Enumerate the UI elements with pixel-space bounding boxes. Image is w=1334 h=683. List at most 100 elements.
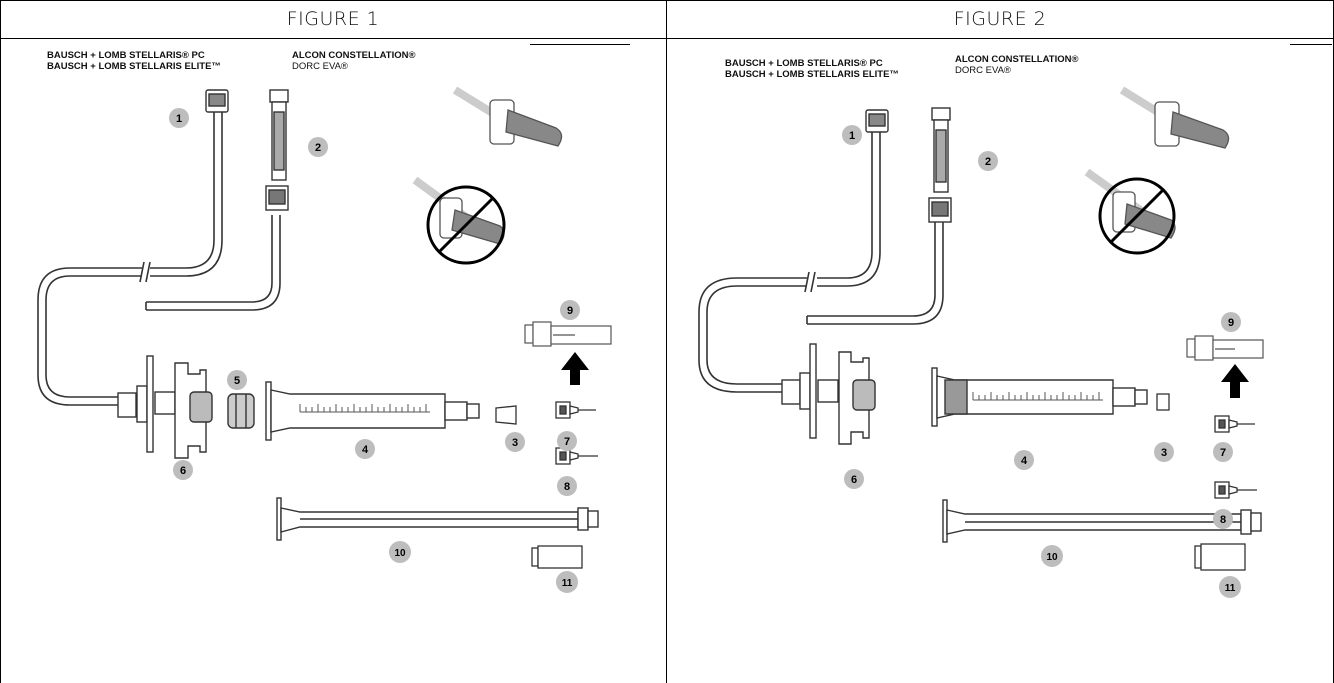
callout-2-label: 2: [315, 142, 321, 154]
callout-6-label: 6: [851, 474, 857, 486]
brand-left-line2: BAUSCH + LOMB STELLARIS ELITE™: [47, 61, 221, 72]
callout-3-label: 3: [512, 437, 518, 449]
callout-9-label: 9: [567, 305, 573, 317]
figure-1-diagram: 1 2 3 4 5 6 7 8 9 10 11: [37, 86, 612, 593]
callout-7-label: 7: [564, 436, 570, 448]
callout-9: 9: [560, 300, 580, 320]
callout-6-label: 6: [180, 465, 186, 477]
component-2: [265, 89, 289, 211]
needle-9: [524, 321, 612, 347]
tubing-2: [807, 222, 936, 317]
brand-left-line1: BAUSCH + LOMB STELLARIS® PC: [725, 58, 883, 69]
callout-4: 4: [1014, 450, 1034, 470]
tubing-1: [817, 130, 873, 279]
callout-6: 6: [844, 469, 864, 489]
y-connector-allowed: [1119, 86, 1230, 149]
y-connector-allowed: [452, 86, 563, 147]
y-connector-not-allowed: [412, 176, 506, 265]
callout-3: 3: [505, 432, 525, 452]
figure-1-brand-right: ALCON CONSTELLATION® DORC EVA®: [292, 50, 415, 72]
callout-9: 9: [1221, 312, 1241, 332]
tubing-2: [146, 215, 273, 303]
callout-3-label: 3: [1161, 447, 1167, 459]
syringe-4: [931, 367, 1148, 427]
callout-7: 7: [557, 431, 577, 451]
tubing-1: [150, 110, 215, 269]
figure-1-rule: [530, 44, 630, 45]
y-connector-not-allowed: [1084, 168, 1176, 255]
callout-10: 10: [389, 541, 411, 563]
cap-3: [495, 405, 517, 425]
component-6: [117, 355, 213, 459]
top-border: [0, 0, 1334, 1]
component-2: [928, 107, 952, 223]
callout-7: 7: [1213, 442, 1233, 462]
figure-2-rule: [1290, 44, 1332, 45]
vial-11: [1194, 543, 1246, 571]
callout-2: 2: [978, 151, 998, 171]
callout-5: 5: [227, 370, 247, 390]
brand-right-line1: ALCON CONSTELLATION®: [955, 54, 1079, 65]
syringe-4: [265, 381, 480, 441]
component-6: [781, 343, 876, 445]
brand-left-line2: BAUSCH + LOMB STELLARIS ELITE™: [725, 69, 899, 80]
callout-2: 2: [308, 137, 328, 157]
callout-4-label: 4: [362, 444, 369, 456]
callout-6: 6: [173, 460, 193, 480]
figure-2-brand-left: BAUSCH + LOMB STELLARIS® PC BAUSCH + LOM…: [725, 58, 899, 80]
callout-8-label: 8: [564, 481, 570, 493]
callout-9-label: 9: [1228, 317, 1234, 329]
callout-1-label: 1: [176, 113, 182, 125]
cap-3: [1156, 393, 1170, 411]
figure-2-diagram: 1 2 3 4 6 7 8 9 10 11: [698, 86, 1264, 598]
arrow-up: [1221, 364, 1249, 398]
callout-11-label: 11: [562, 578, 573, 589]
connector-1: [205, 89, 229, 113]
figure-2-brand-right: ALCON CONSTELLATION® DORC EVA®: [955, 54, 1078, 76]
callout-1: 1: [842, 125, 862, 145]
left-border: [0, 0, 1, 683]
brand-right-line1: ALCON CONSTELLATION®: [292, 50, 416, 61]
brand-right-line2: DORC EVA®: [292, 61, 348, 72]
callout-5-label: 5: [234, 375, 240, 387]
callout-2-label: 2: [985, 156, 991, 168]
syringe-10: [942, 499, 1262, 543]
callout-7-label: 7: [1220, 447, 1226, 459]
callout-3: 3: [1154, 442, 1174, 462]
callout-8-label: 8: [1220, 514, 1226, 526]
prohibited-icon: [1098, 177, 1176, 255]
callout-1-label: 1: [849, 130, 855, 142]
callout-8: 8: [1213, 509, 1233, 529]
callout-8: 8: [557, 476, 577, 496]
component-5: [227, 393, 255, 429]
arrow-up: [561, 352, 589, 385]
syringe-4-scale: [972, 392, 1103, 401]
callout-1: 1: [169, 108, 189, 128]
brand-left-line1: BAUSCH + LOMB STELLARIS® PC: [47, 50, 205, 61]
connector-1: [865, 109, 889, 133]
callout-11: 11: [556, 571, 578, 593]
syringe-4-scale: [299, 404, 430, 413]
center-divider: [666, 0, 667, 683]
hub-7: [555, 401, 596, 419]
hub-7: [1214, 415, 1255, 433]
title-row-divider: [0, 38, 1334, 39]
brand-right-line2: DORC EVA®: [955, 65, 1011, 76]
hub-8: [555, 447, 598, 465]
hub-8: [1214, 481, 1257, 499]
callout-11-label: 11: [1225, 583, 1236, 594]
vial-11: [531, 545, 583, 569]
callout-10-label: 10: [394, 548, 406, 559]
prohibited-icon: [426, 185, 506, 265]
figure-1-title: FIGURE 1: [286, 8, 380, 30]
callout-10-label: 10: [1046, 552, 1058, 563]
needle-9: [1186, 335, 1264, 361]
callout-11: 11: [1219, 576, 1241, 598]
callout-10: 10: [1041, 545, 1063, 567]
callout-4: 4: [355, 439, 375, 459]
syringe-10: [276, 497, 599, 541]
figure-2-title: FIGURE 2: [953, 8, 1047, 30]
figure-1-brand-left: BAUSCH + LOMB STELLARIS® PC BAUSCH + LOM…: [47, 50, 221, 72]
callout-4-label: 4: [1021, 455, 1028, 467]
